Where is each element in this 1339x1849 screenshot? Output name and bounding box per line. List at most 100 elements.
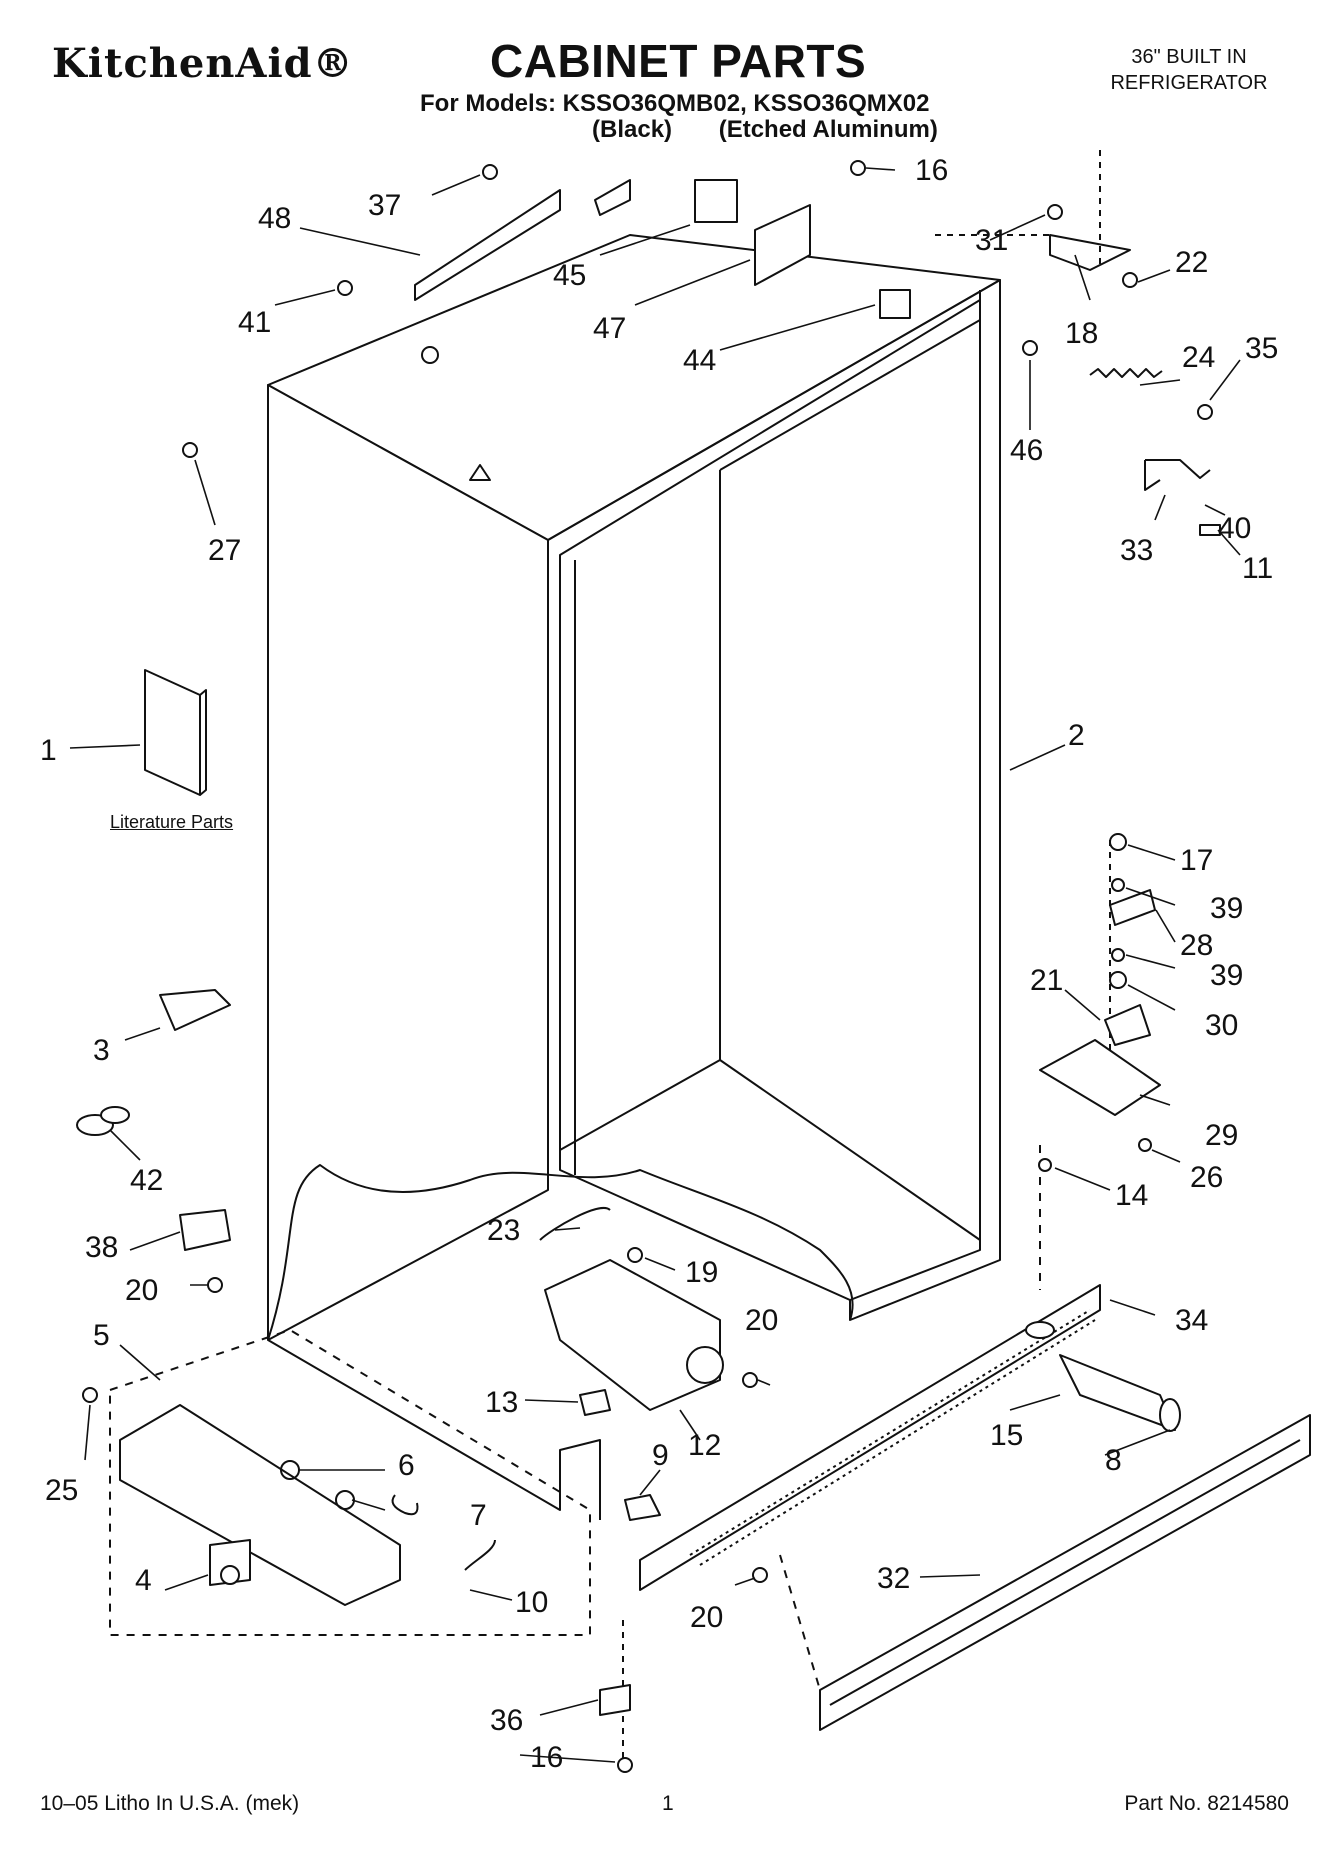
models-line: For Models: KSSO36QMB02, KSSO36QMX02 [420, 90, 930, 117]
screw-14 [1038, 1158, 1052, 1172]
part-clip-3 [159, 989, 231, 1031]
footer-part-number: Part No. 8214580 [1124, 1792, 1289, 1815]
callout-33: 33 [1120, 534, 1153, 567]
screw-46 [1022, 340, 1038, 356]
product-line-1: 36" BUILT IN [1131, 46, 1247, 68]
callout-32: 32 [877, 1562, 910, 1595]
screw-19 [627, 1247, 643, 1263]
callout-12: 12 [688, 1429, 721, 1462]
screw-22 [1122, 272, 1138, 288]
bracket-36 [599, 1684, 631, 1716]
caster-4 [209, 1539, 251, 1586]
callout-48: 48 [258, 202, 291, 235]
callout-20-left: 20 [125, 1274, 158, 1307]
literature-parts-label: Literature Parts [110, 812, 234, 832]
hinge-bracket [1144, 459, 1211, 491]
callout-20-mid: 20 [745, 1304, 778, 1337]
callout-46: 46 [1010, 434, 1043, 467]
screw-16-top [850, 160, 866, 176]
callout-8: 8 [1105, 1444, 1122, 1477]
product-type: 36" BUILT IN REFRIGERATOR [1089, 44, 1289, 96]
washer-26 [1138, 1138, 1152, 1152]
screw-16-bottom [617, 1757, 633, 1773]
wire-10 [464, 1539, 496, 1571]
callout-4: 4 [135, 1564, 152, 1597]
callout-40: 40 [1218, 512, 1251, 545]
filter-15 [1059, 1354, 1176, 1431]
brand-logo: KitchenAid® [52, 40, 354, 87]
kickplate-grille [639, 1284, 1101, 1591]
footer-print-info: 10–05 Litho In U.S.A. (mek) [40, 1792, 300, 1815]
base-rail [119, 1404, 401, 1606]
callout-21: 21 [1030, 964, 1063, 997]
callout-2: 2 [1068, 719, 1085, 752]
literature-booklet [144, 669, 201, 796]
screw-30 [1109, 971, 1127, 989]
callout-18: 18 [1065, 317, 1098, 350]
callout-36: 36 [490, 1704, 523, 1737]
screw-37 [482, 164, 498, 180]
screw-20b [742, 1372, 758, 1388]
callout-20-lower: 20 [690, 1601, 723, 1634]
screw-17 [1109, 833, 1127, 851]
callout-41: 41 [238, 306, 271, 339]
hinge-link-28 [1109, 889, 1156, 926]
callout-19: 19 [685, 1256, 718, 1289]
screw-20a [207, 1277, 223, 1293]
callout-34: 34 [1175, 1304, 1208, 1337]
callout-42: 42 [130, 1164, 163, 1197]
callout-17: 17 [1180, 844, 1213, 877]
part-bracket-38 [179, 1209, 231, 1251]
callout-35: 35 [1245, 332, 1278, 365]
callout-22: 22 [1175, 246, 1208, 279]
top-hinge [1049, 234, 1131, 271]
rear-bracket [414, 189, 561, 301]
footer-page-number: 1 [662, 1792, 674, 1815]
cabinet-liner-opening [559, 299, 981, 1301]
callout-28: 28 [1180, 929, 1213, 962]
cabinet-left-side [267, 384, 549, 1341]
washer-39a [1111, 878, 1125, 892]
callout-38: 38 [85, 1231, 118, 1264]
callout-47: 47 [593, 312, 626, 345]
fastener-27 [182, 442, 198, 458]
callout-16-bottom: 16 [530, 1741, 563, 1774]
callout-30: 30 [1205, 1009, 1238, 1042]
clip-9 [624, 1494, 661, 1521]
relay-block [694, 179, 738, 223]
variants-line: (Black) (Etched Aluminum) [592, 116, 938, 143]
bottom-hinge-29 [1039, 1039, 1161, 1116]
callout-24: 24 [1182, 341, 1215, 374]
callout-11: 11 [1242, 552, 1273, 585]
callout-7: 7 [470, 1499, 487, 1532]
hinge-spring [1089, 368, 1163, 378]
product-line-2: REFRIGERATOR [1110, 72, 1268, 94]
callout-16-top: 16 [915, 154, 948, 187]
base-outline [109, 1329, 591, 1636]
callout-25: 25 [45, 1474, 78, 1507]
callout-9: 9 [652, 1439, 669, 1472]
callout-6: 6 [398, 1449, 415, 1482]
callout-14: 14 [1115, 1179, 1148, 1212]
callout-27: 27 [208, 534, 241, 567]
callout-5: 5 [93, 1319, 110, 1352]
drain-tube-assembly [544, 1259, 721, 1411]
callout-31: 31 [975, 224, 1008, 257]
screw-41 [337, 280, 353, 296]
callout-39b: 39 [1210, 959, 1243, 992]
mounting-plate [754, 204, 811, 286]
screw-31 [1047, 204, 1063, 220]
screw-25 [82, 1387, 98, 1403]
callout-37: 37 [368, 189, 401, 222]
callout-15: 15 [990, 1419, 1023, 1452]
callout-1: 1 [40, 734, 57, 767]
page-title: CABINET PARTS [490, 35, 867, 87]
callout-13: 13 [485, 1386, 518, 1419]
washer-39b [1111, 948, 1125, 962]
callout-26: 26 [1190, 1161, 1223, 1194]
callout-3: 3 [93, 1034, 110, 1067]
callout-10: 10 [515, 1586, 548, 1619]
screw-20c [752, 1567, 768, 1583]
insulation-cutaway [267, 1164, 854, 1341]
